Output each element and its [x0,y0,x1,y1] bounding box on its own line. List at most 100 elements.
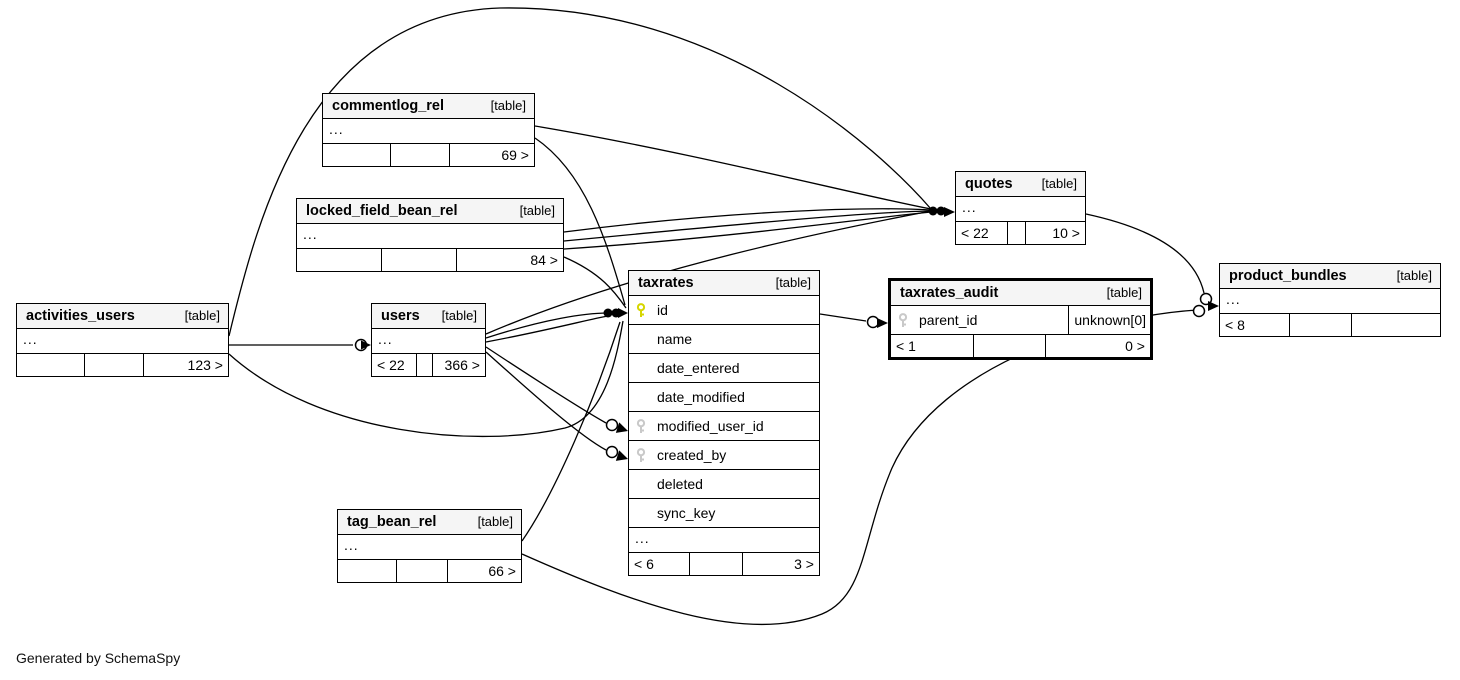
arrow-quotes [944,207,955,217]
footer-cell: 3 > [794,556,814,572]
footer-cell [338,560,397,582]
footer-cell [1290,314,1352,336]
table-header[interactable]: activities_users [table] [17,304,228,329]
table-name: users [381,308,420,324]
column-name: parent_id [919,312,978,328]
table-footer: 69 > [323,144,534,166]
table-locked-field-bean-rel[interactable]: locked_field_bean_rel [table] ... 84 > [296,198,564,272]
table-name: tag_bean_rel [347,514,437,530]
table-footer: 66 > [338,560,521,582]
marker-circle-modified-user-id [605,418,619,432]
footer-cell: < 22 [956,222,1008,244]
marker-circle-product-2 [1192,304,1206,318]
edge-commentlog-quotes [534,125,932,210]
foreign-key-icon [635,447,657,463]
marker-dot-taxrates-2 [611,308,621,318]
footer-cell: 69 > [501,147,529,163]
marker-dot-quotes-2 [936,206,946,216]
table-name: product_bundles [1229,268,1347,284]
column-row-created-by: created_by [629,441,819,470]
table-header[interactable]: taxrates_audit [table] [891,281,1150,306]
footer-cell: < 6 [629,553,690,575]
marker-dot-taxrates-1 [603,308,613,318]
table-product-bundles[interactable]: product_bundles [table] ... < 8 [1219,263,1441,337]
edge-locked-quotes-3 [563,211,932,250]
edge-taxrates-audit [819,313,867,322]
table-name: taxrates [638,275,694,291]
table-header[interactable]: locked_field_bean_rel [table] [297,199,563,224]
table-header[interactable]: users [table] [372,304,485,329]
table-activities-users[interactable]: activities_users [table] ... 123 > [16,303,229,377]
column-name: name [657,331,693,347]
table-type-label: [table] [775,275,811,290]
footer-cell [391,144,450,166]
footer-cell [690,553,743,575]
footer-cell: 123 > [187,357,223,373]
column-row-id: id [629,296,819,325]
edge-locked-taxrates [563,256,627,309]
table-type-label: [table] [477,514,513,529]
footer-cell [417,354,433,376]
footer-cell: < 22 [372,354,418,376]
table-commentlog-rel[interactable]: commentlog_rel [table] ... 69 > [322,93,535,167]
table-header[interactable]: taxrates [table] [629,271,819,296]
table-type-label: [table] [519,203,555,218]
footer-cell: 84 > [530,252,558,268]
column-name: modified_user_id [657,418,764,434]
column-name: sync_key [657,505,716,521]
table-taxrates-audit[interactable]: taxrates_audit [table] parent_id unknown… [888,278,1153,360]
columns-ellipsis: ... [323,119,534,144]
columns-ellipsis: ... [372,329,485,354]
table-name: commentlog_rel [332,98,444,114]
column-row-parent-id: parent_id unknown[0] [891,306,1150,335]
table-name: taxrates_audit [900,285,999,301]
edge-users-taxrates-2 [485,315,609,343]
columns-ellipsis: ... [17,329,228,354]
primary-key-icon [635,302,657,318]
generator-credit: Generated by SchemaSpy [16,650,181,666]
column-name: date_modified [657,389,745,405]
table-tag-bean-rel[interactable]: tag_bean_rel [table] ... 66 > [337,509,522,583]
columns-ellipsis: ... [956,197,1085,222]
arrow-product-bundles [1208,301,1219,311]
arrow-users [361,340,371,350]
footer-cell: < 1 [891,335,974,357]
table-header[interactable]: product_bundles [table] [1220,264,1440,289]
table-type-label: [table] [490,98,526,113]
column-name: deleted [657,476,703,492]
table-header[interactable]: quotes [table] [956,172,1085,197]
footer-cell [297,249,383,271]
footer-cell: 10 > [1052,225,1080,241]
table-type-label: [table] [441,308,477,323]
column-name: created_by [657,447,727,463]
edge-locked-quotes-2 [563,210,932,242]
table-header[interactable]: commentlog_rel [table] [323,94,534,119]
table-quotes[interactable]: quotes [table] ... < 22 10 > [955,171,1086,245]
column-name: date_entered [657,360,740,376]
marker-circle-users [354,338,368,352]
table-type-label: [table] [1106,285,1142,300]
footer-cell [382,249,457,271]
marker-circle-audit [866,315,880,329]
table-footer: < 22 366 > [372,354,485,376]
column-row-sync-key: sync_key [629,499,819,528]
table-name: locked_field_bean_rel [306,203,458,219]
foreign-key-icon [897,312,919,328]
marker-circle-created-by [605,445,619,459]
table-footer: < 1 0 > [891,335,1150,357]
column-name: id [657,302,668,318]
marker-circle-product-1 [1199,292,1213,306]
table-taxrates[interactable]: taxrates [table] id name date_entered da… [628,270,820,576]
footer-cell [974,335,1047,357]
table-footer: 123 > [17,354,228,376]
footer-cell [323,144,391,166]
arrow-audit [877,318,888,328]
edge-activities-quotes [228,7,932,337]
table-type-label: [table] [184,308,220,323]
table-users[interactable]: users [table] ... < 22 366 > [371,303,486,377]
columns-ellipsis: ... [1220,289,1440,314]
edge-users-modified-user-id [485,346,607,424]
arrow-taxrates-id [618,308,628,318]
column-type: unknown[0] [1068,306,1150,334]
table-header[interactable]: tag_bean_rel [table] [338,510,521,535]
